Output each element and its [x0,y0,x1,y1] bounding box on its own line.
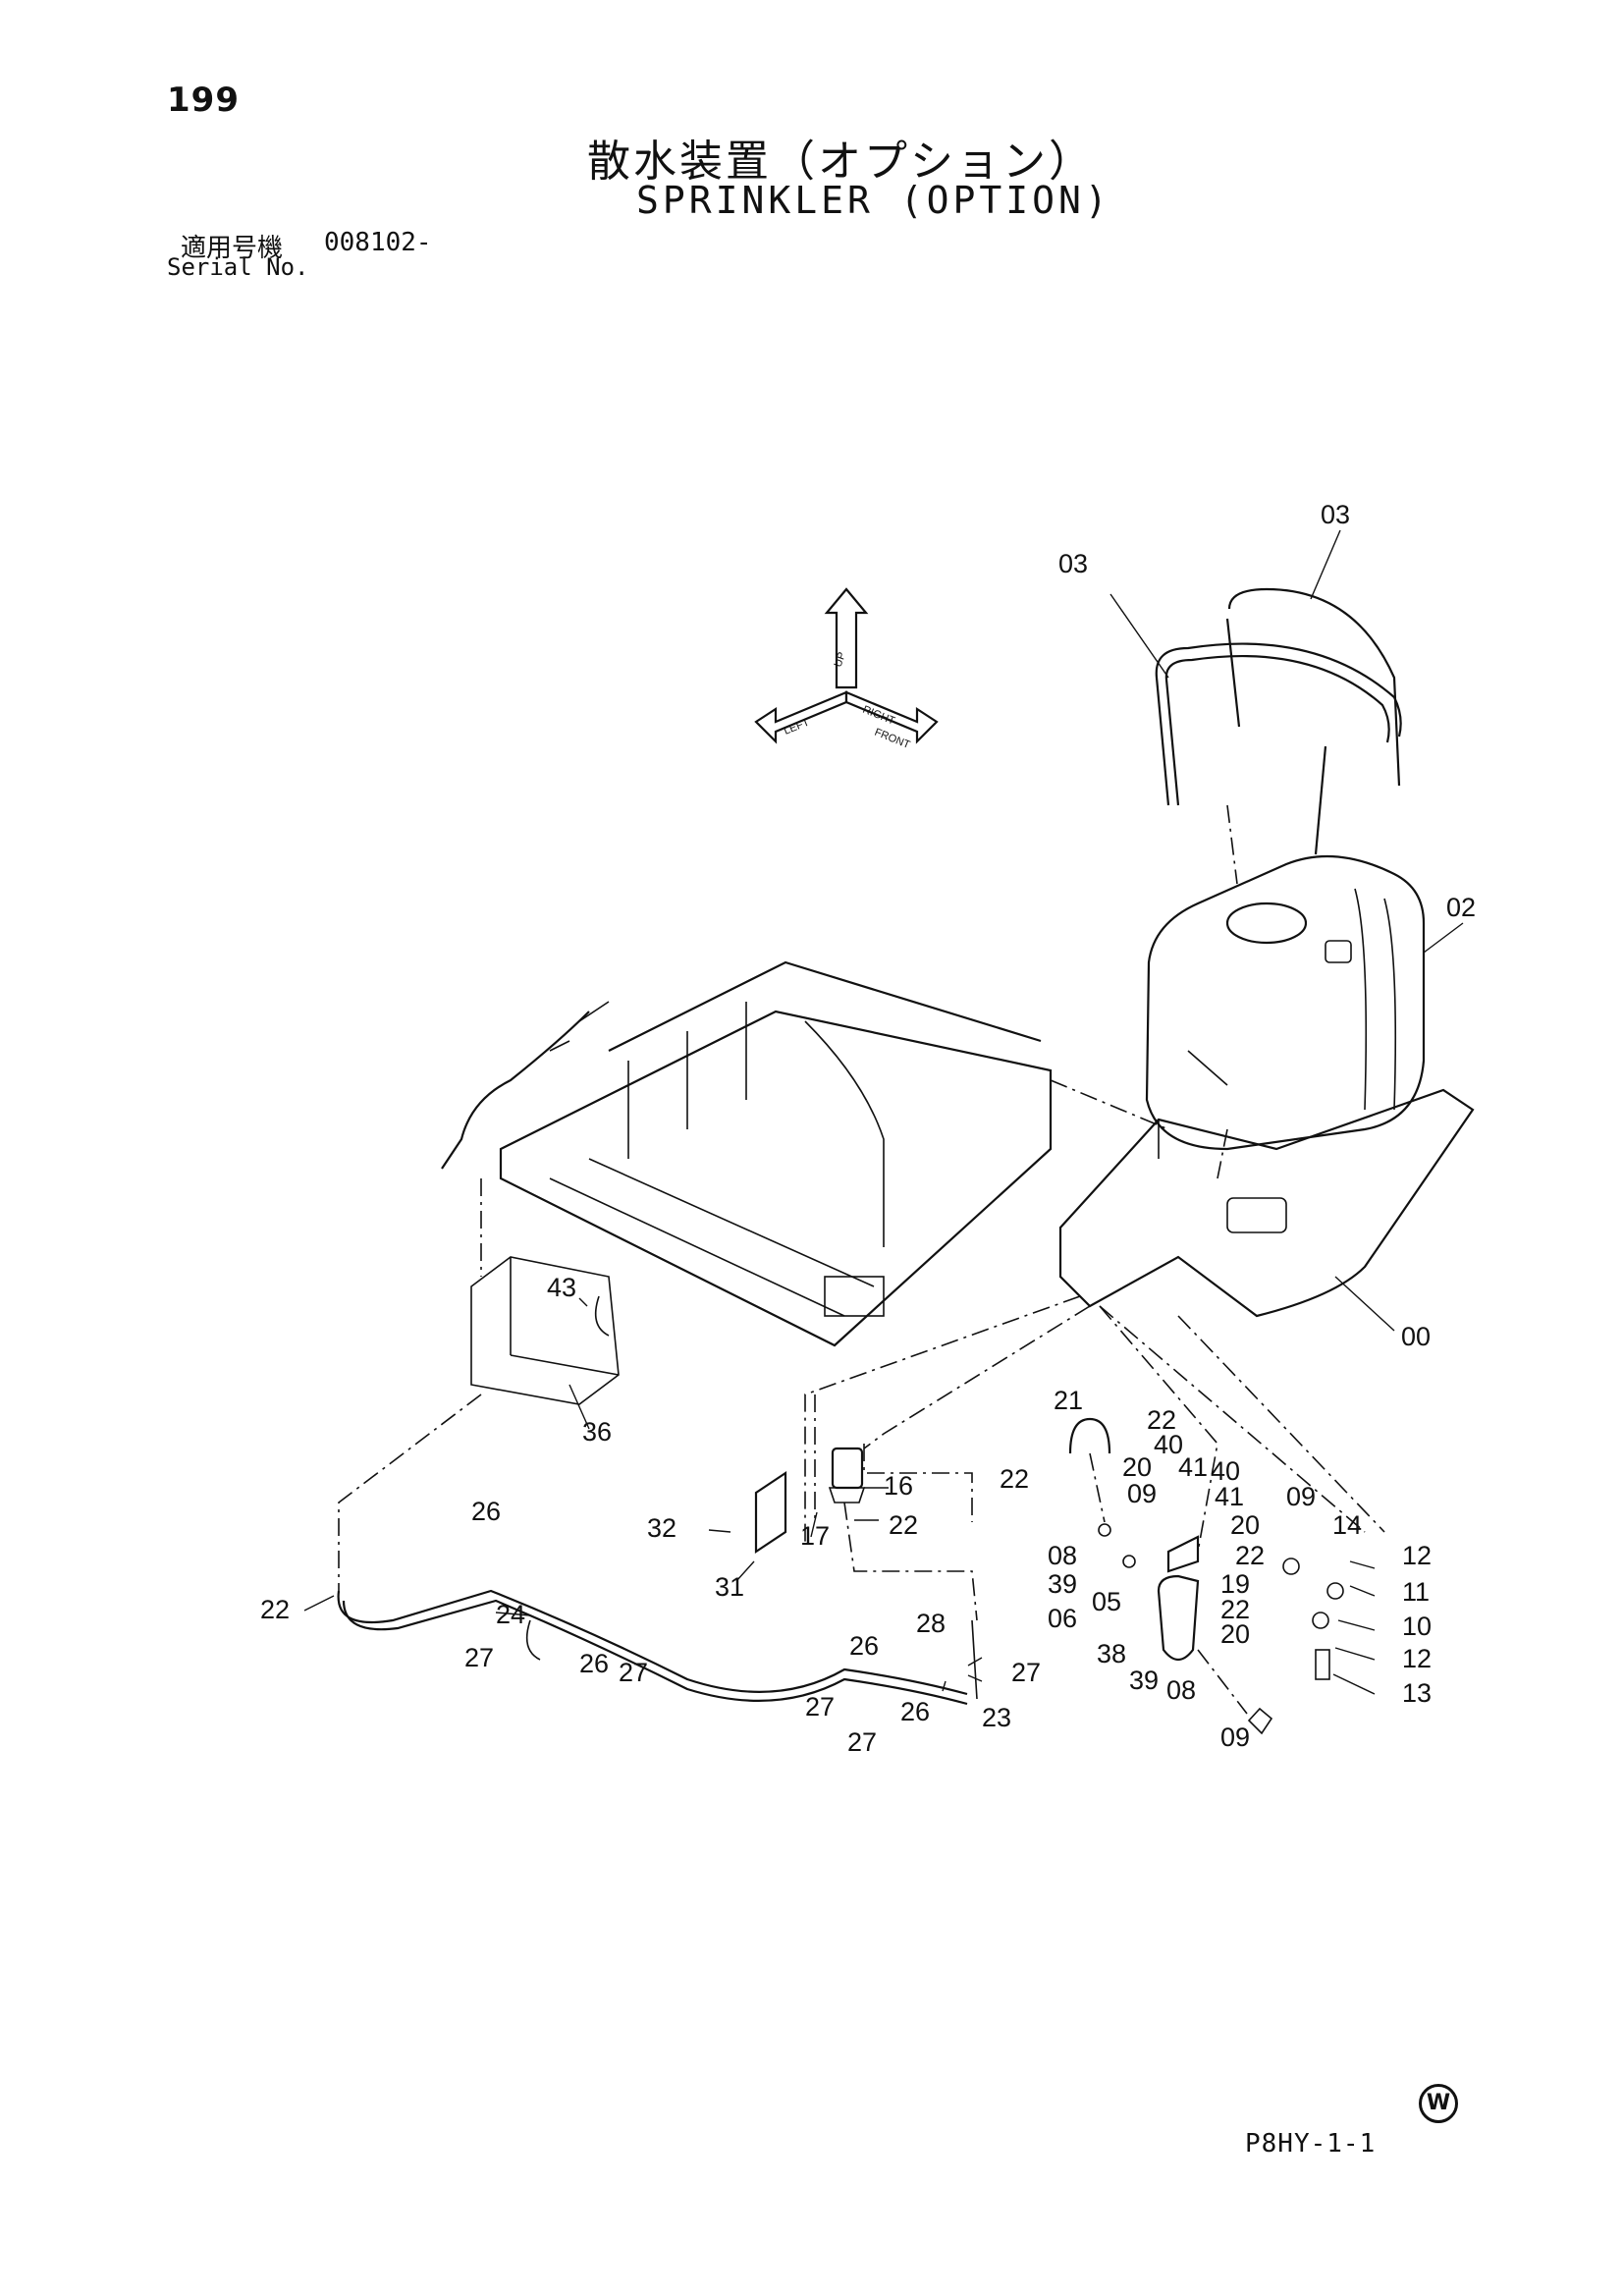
callout-00: 00 [1401,1322,1431,1351]
callout-26: 26 [471,1497,501,1526]
callout-09: 09 [1286,1482,1316,1511]
serial-label-english: Serial No. [167,253,309,281]
callout-22: 22 [260,1595,290,1624]
callout-12: 12 [1402,1644,1432,1673]
callout-08: 08 [1166,1675,1196,1705]
page-number: 199 [167,81,240,120]
callout-27: 27 [805,1692,835,1722]
callout-27: 27 [619,1658,648,1687]
callout-12: 12 [1402,1541,1432,1570]
callout-08: 08 [1048,1541,1077,1570]
callout-41: 41 [1215,1482,1244,1511]
callout-19: 19 [1220,1569,1250,1599]
callout-39: 39 [1048,1569,1077,1599]
title-english: SPRINKLER (OPTION) [636,179,1111,222]
callout-17: 17 [800,1521,830,1551]
callout-26: 26 [849,1631,879,1661]
filter-and-fittings [1068,1417,1344,1735]
callout-38: 38 [1097,1639,1126,1668]
callout-20: 20 [1220,1619,1250,1649]
callout-14: 14 [1332,1510,1362,1540]
callout-26: 26 [900,1697,930,1726]
callout-32: 32 [647,1513,676,1543]
callout-20: 20 [1230,1510,1260,1540]
callout-21: 21 [1054,1386,1083,1415]
callout-27: 27 [1011,1658,1041,1687]
orientation-label-up: UP [833,651,849,669]
callout-22: 22 [1000,1464,1029,1494]
page-code: P8HY-1-1 [1245,2129,1377,2159]
callout-leaders [303,529,1464,1695]
callout-06: 06 [1048,1604,1077,1633]
tank-bracket [1058,1088,1475,1318]
callout-10: 10 [1402,1612,1432,1641]
callout-22: 22 [1147,1405,1176,1435]
callout-03-right: 03 [1321,500,1350,529]
callout-09: 09 [1220,1722,1250,1752]
w-circle-mark-icon: W [1419,2084,1458,2123]
callout-23: 23 [982,1703,1011,1732]
callout-27: 27 [847,1727,877,1757]
callout-22: 22 [889,1510,918,1540]
battery-box [470,1256,620,1405]
machine-frame [499,960,1053,1347]
callout-43: 43 [547,1273,576,1302]
title-japanese: 散水装置（オプション） [587,137,1095,187]
tank-strap-bands [1155,587,1402,855]
callout-09: 09 [1127,1479,1157,1508]
serial-label-japanese: 適用号機 [181,234,284,263]
wiring-harness-left [441,1001,610,1170]
water-tank [1145,854,1426,1151]
callout-39: 39 [1129,1666,1159,1695]
pump-assembly [754,1447,866,1555]
callout-26: 26 [579,1649,609,1678]
callout-11: 11 [1402,1577,1430,1607]
hose-routing [337,1589,978,1706]
callout-03-left: 03 [1058,549,1088,578]
orientation-label-front: FRONT [873,727,912,751]
callout-31: 31 [715,1572,744,1602]
callout-24: 24 [496,1600,525,1629]
callout-02: 02 [1446,893,1476,922]
serial-number-value: 008102- [324,228,432,257]
callout-40: 40 [1211,1456,1240,1486]
callout-28: 28 [916,1609,946,1638]
callout-13: 13 [1402,1678,1432,1708]
callout-numbers: 03 03 02 00 43 36 21 22 40 41 40 20 09 4… [260,500,1476,1757]
callout-20: 20 [1122,1452,1152,1482]
callout-05: 05 [1092,1587,1121,1616]
callout-27: 27 [464,1643,494,1672]
orientation-arrows-icon: UP LEFT RIGHT FRONT [754,587,939,751]
callout-22: 22 [1235,1541,1265,1570]
callout-40: 40 [1154,1430,1183,1459]
callout-41: 41 [1178,1452,1208,1482]
callout-36: 36 [582,1417,612,1447]
assembly-centerlines [338,804,1385,1715]
callout-22: 22 [1220,1595,1250,1624]
callout-16: 16 [884,1471,913,1501]
